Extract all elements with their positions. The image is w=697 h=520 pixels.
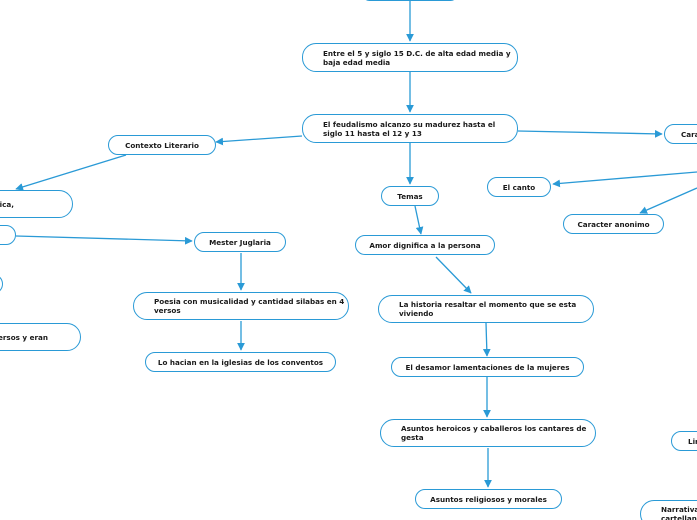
node-mester-juglaria[interactable]: Mester Juglaria (194, 232, 286, 252)
node-amor[interactable]: Amor dignifica a la persona (355, 235, 495, 255)
node-caracter-anonimo[interactable]: Caracter anonimo (563, 214, 664, 234)
connector-left-to-mester (15, 235, 193, 245)
connector-contexto-to-rica (15, 154, 127, 191)
node-asuntos-religiosos[interactable]: Asuntos religiosos y morales (415, 489, 562, 509)
node-caracteristicas[interactable]: Cara (664, 124, 697, 144)
node-alta-edad[interactable]: Entre el 5 y siglo 15 D.C. de alta edad … (302, 43, 518, 72)
node-narrativa[interactable]: Narrativa cartellan (640, 500, 697, 520)
connector-amor-to-historia (435, 256, 472, 294)
node-poesia[interactable]: Poesia con musicalidad y cantidad silaba… (133, 292, 349, 320)
node-asuntos-heroicos[interactable]: Asuntos heroicos y caballeros los cantar… (380, 419, 596, 447)
connector-feudalismo-to-caracteristicas (517, 129, 663, 138)
node-contexto-literario[interactable]: Contexto Literario (108, 135, 216, 155)
node-iglesias[interactable]: Lo hacian en la iglesias de los convento… (145, 352, 336, 372)
node-desamor[interactable]: El desamor lamentaciones de la mujeres (391, 357, 584, 377)
node-lir[interactable]: Lir (671, 431, 697, 451)
node-historia[interactable]: La historia resaltar el momento que se e… (378, 295, 594, 323)
node-el-canto[interactable]: El canto (487, 177, 551, 197)
node-rica[interactable]: rica, (0, 190, 73, 218)
connector-caracteristicas-to-anonimo (639, 187, 697, 214)
connector-caracteristicas-to-canto (552, 171, 697, 188)
node-blank-left[interactable] (0, 225, 16, 245)
connector-feudalismo-to-contexto (215, 135, 303, 146)
node-versos[interactable]: ersos y eran (0, 323, 81, 351)
connector-historia-to-desamor (482, 322, 491, 357)
connector-temas-to-amor (414, 205, 424, 235)
node-temas[interactable]: Temas (381, 186, 439, 206)
node-feudalismo[interactable]: El feudalismo alcanzo su madurez hasta e… (302, 114, 518, 143)
node-top[interactable] (362, 0, 458, 1)
